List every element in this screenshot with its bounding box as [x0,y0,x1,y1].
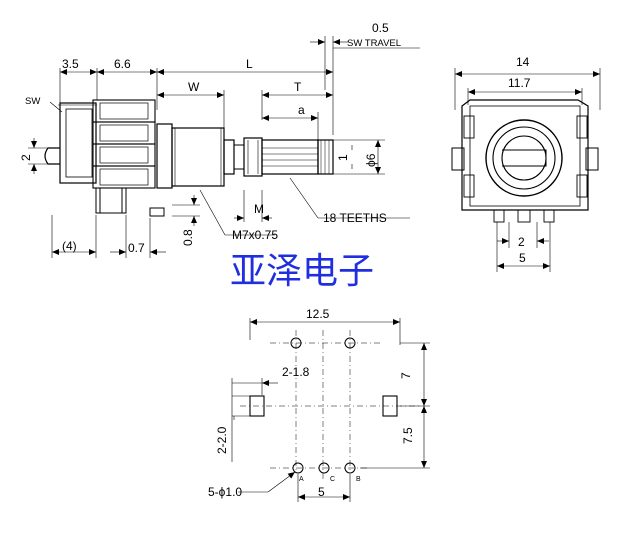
dim-1-label: 1 [336,154,350,161]
dim-2-2-0-label: 2-2.0 [215,426,229,454]
dim-7-label: 7 [399,372,413,379]
dim-t-label: T [294,80,302,94]
dim-2-side-label: 2 [19,154,33,161]
dim-5-pcb-label: 5 [318,485,325,499]
dim-3-5-label: 3.5 [62,57,79,71]
dim-12-5-label: 12.5 [306,307,330,321]
dim-0-7-label: 0.7 [128,241,145,255]
dim-5-holes-label: 5-ϕ1.0 [208,485,242,499]
pin-c-label: C [330,476,335,483]
dim-0-5-label: 0.5 [372,21,389,35]
pin-a-label: A [299,476,304,483]
sw-label: SW [25,96,40,107]
dim-14-label: 14 [516,55,530,69]
dim-0-8-label: 0.8 [181,229,195,246]
pcb-view [231,318,430,502]
front-view [451,68,601,272]
dim-11-7-label: 11.7 [508,76,531,90]
pin-b-label: B [356,476,361,483]
dim-5-front-label: 5 [519,251,526,265]
thread-label: M7x0.75 [232,228,278,242]
dim-2-front-label: 2 [518,235,525,249]
dim-6-6-label: 6.6 [114,57,131,71]
dim-a-label: a [298,103,305,117]
dim-m-label: M [254,202,264,216]
dim-w-label: W [188,80,200,94]
side-view [28,36,420,258]
sw-travel-label: SW TRAVEL [347,38,401,49]
dim-4-label: (4) [62,239,77,253]
teeth-label: 18 TEETHS [323,211,387,225]
dim-phi6-label: ϕ6 [364,153,378,167]
dim-2-1-8-label: 2-1.8 [282,365,310,379]
brand-watermark: 亚泽电子 [230,251,374,292]
dim-7-5-label: 7.5 [401,427,415,444]
dim-l-label: L [246,57,253,71]
